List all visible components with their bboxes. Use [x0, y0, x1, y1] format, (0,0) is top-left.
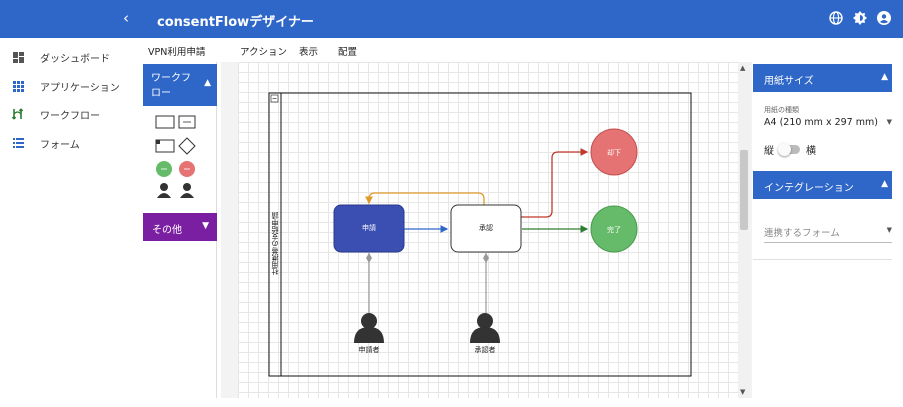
actor-applicant: [354, 313, 384, 343]
actor-approver-label: 承認者: [474, 346, 496, 354]
task-approve: [450, 204, 522, 253]
app-bar: consentFlowデザイナー: [143, 0, 903, 38]
end-event-shape[interactable]: [178, 160, 196, 178]
portrait-label: 縦: [764, 145, 774, 157]
task-apply: [333, 204, 405, 253]
actor-approver: [470, 313, 500, 343]
app-title: consentFlowデザイナー: [157, 15, 314, 30]
sidebar-item-workflow[interactable]: ワークフロー: [0, 101, 143, 127]
paper-type-label: 用紙の種類: [764, 106, 799, 114]
event-complete-label: 完了: [607, 226, 621, 234]
paper-type-select[interactable]: A4 (210 mm x 297 mm) ▼: [764, 117, 892, 133]
scrollbar-thumb[interactable]: [740, 150, 748, 230]
event-complete: [590, 205, 638, 253]
card-shape[interactable]: [155, 138, 175, 154]
actor-applicant-label: 申請者: [358, 346, 380, 354]
sidebar: ダッシュボード アプリケーション ワークフロー フォーム: [0, 38, 143, 407]
sidebar-item-forms[interactable]: フォーム: [0, 130, 143, 156]
sidebar-item-label: ワークフロー: [40, 110, 100, 122]
gateway-shape[interactable]: [178, 137, 196, 155]
chevron-up-icon: ▲: [881, 72, 888, 82]
diagram-canvas[interactable]: 社用携帯の支給申請 申請 承認 却下 完了 申請者 承認者: [221, 62, 752, 398]
workflow-icon: [12, 108, 24, 120]
note-shape[interactable]: [178, 115, 196, 129]
dropdown-arrow-icon: ▼: [886, 118, 892, 126]
event-reject-label: 却下: [607, 149, 621, 157]
document-name: VPN利用申請: [148, 47, 206, 58]
palette-section-workflow[interactable]: ワークフロー ▲: [143, 64, 217, 106]
chevron-up-icon: ▲: [204, 78, 211, 88]
start-event-shape[interactable]: [155, 160, 173, 178]
sidebar-item-label: フォーム: [40, 139, 80, 151]
section-divider: [753, 259, 892, 260]
task-shape[interactable]: [155, 115, 175, 129]
edge-approve-apply: [365, 192, 485, 205]
collapse-sidebar-button[interactable]: ‹: [123, 9, 129, 27]
section-paper-size[interactable]: 用紙サイズ ▲: [753, 64, 892, 92]
sidebar-item-label: ダッシュボード: [40, 53, 110, 65]
orientation-toggle[interactable]: [778, 142, 800, 156]
menu-view[interactable]: 表示: [299, 47, 319, 58]
menu-bar: VPN利用申請 アクション 表示 配置: [143, 40, 753, 60]
menu-arrange[interactable]: 配置: [338, 47, 358, 58]
swimlane-pool: [268, 92, 692, 377]
toggle-knob: [778, 142, 791, 156]
account-icon[interactable]: [877, 11, 891, 25]
canvas-scrollbar[interactable]: ▲ ▼: [738, 62, 750, 398]
linked-form-select[interactable]: 連携するフォーム ▼: [764, 225, 892, 241]
linked-form-placeholder: 連携するフォーム: [764, 228, 840, 239]
chevron-up-icon: ▲: [881, 179, 888, 189]
landscape-label: 横: [806, 145, 816, 157]
select-underline: [764, 242, 892, 243]
group-user-shape[interactable]: [178, 182, 196, 200]
shape-palette: ワークフロー ▲ その他 ▼: [143, 62, 217, 398]
scroll-up-icon[interactable]: ▲: [740, 64, 746, 72]
properties-panel: 用紙サイズ ▲ 用紙の種類 A4 (210 mm x 297 mm) ▼ 縦 横…: [753, 62, 903, 398]
edge-approve-reject: [521, 148, 589, 218]
theme-icon[interactable]: [853, 11, 867, 25]
section-title: インテグレーション: [764, 183, 854, 194]
scroll-down-icon[interactable]: ▼: [740, 388, 746, 396]
sidebar-item-label: アプリケーション: [40, 82, 120, 94]
workflow-diagram: [268, 92, 692, 377]
dropdown-arrow-icon: ▼: [886, 226, 892, 234]
menu-action[interactable]: アクション: [240, 47, 288, 58]
sidebar-item-dashboard[interactable]: ダッシュボード: [0, 44, 143, 70]
orientation-toggle-row: 縦 横: [764, 142, 816, 157]
lane-title: 社用携帯の支給申請: [271, 212, 279, 275]
list-icon: [12, 137, 24, 149]
palette-section-title: その他: [152, 225, 182, 236]
palette-section-title: ワークフロー: [151, 73, 191, 99]
user-shape[interactable]: [155, 182, 173, 200]
chevron-down-icon: ▼: [202, 221, 209, 231]
section-integration[interactable]: インテグレーション ▲: [753, 171, 892, 199]
paper-type-value: A4 (210 mm x 297 mm): [764, 117, 878, 128]
sidebar-header: ‹: [0, 0, 143, 38]
sidebar-item-applications[interactable]: アプリケーション: [0, 73, 143, 99]
task-approve-label: 承認: [479, 224, 493, 232]
apps-grid-icon: [12, 80, 24, 92]
globe-icon[interactable]: [829, 11, 843, 25]
dashboard-icon: [12, 51, 24, 63]
event-reject: [590, 128, 638, 176]
section-title: 用紙サイズ: [764, 76, 814, 87]
task-apply-label: 申請: [362, 224, 376, 232]
palette-section-other[interactable]: その他 ▼: [143, 213, 217, 241]
